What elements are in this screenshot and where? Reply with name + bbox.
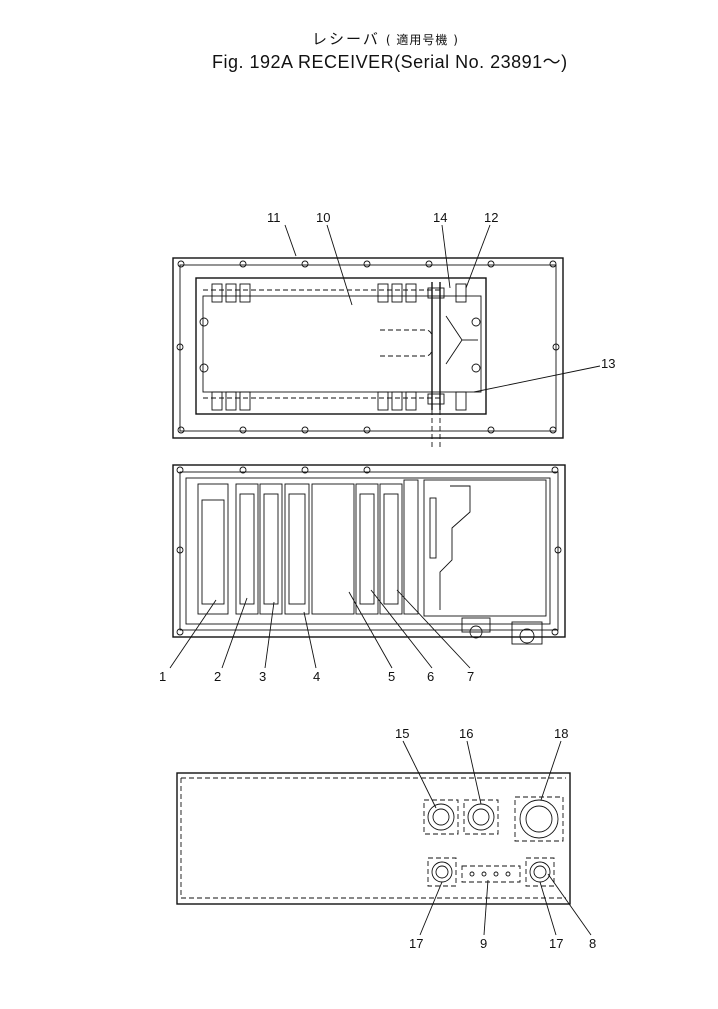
circuit-cards — [197, 479, 419, 615]
callout-14: 14 — [433, 210, 447, 225]
middle-view-holes — [176, 466, 562, 636]
callout-labels: 11 10 14 12 13 1 2 3 4 5 6 7 15 16 18 17… — [159, 210, 615, 951]
callout-8: 8 — [589, 936, 596, 951]
serial-number: Serial No. 23891～ — [400, 52, 562, 72]
callout-1: 1 — [159, 669, 166, 684]
callout-16: 16 — [459, 726, 473, 741]
title-japanese: レシーバ ( 適用号機 ) — [312, 28, 459, 49]
serial-paren: (Serial No. 23891～) — [394, 52, 568, 72]
callout-12: 12 — [484, 210, 498, 225]
title-receiver-jp: レシーバ — [312, 30, 380, 48]
callout-6: 6 — [427, 669, 434, 684]
applicability-label: ( 適用号機 ) — [385, 33, 459, 47]
callout-4: 4 — [313, 669, 320, 684]
figure-label: Fig. 192A RECEIVER — [212, 52, 395, 72]
callout-5: 5 — [388, 669, 395, 684]
top-view — [172, 257, 564, 450]
callout-7: 7 — [467, 669, 474, 684]
callout-17-right: 17 — [549, 936, 563, 951]
middle-view — [172, 464, 566, 645]
callout-15: 15 — [395, 726, 409, 741]
callout-10: 10 — [316, 210, 330, 225]
figure-title: Fig. 192A RECEIVER(Serial No. 23891～) — [212, 48, 568, 74]
applicability-text: 適用号機 — [396, 33, 449, 47]
top-view-holes — [176, 260, 560, 434]
callout-2: 2 — [214, 669, 221, 684]
callout-13: 13 — [601, 356, 615, 371]
leader-lines — [169, 224, 601, 936]
callout-17-left: 17 — [409, 936, 423, 951]
callout-11: 11 — [267, 210, 281, 225]
callout-9: 9 — [480, 936, 487, 951]
callout-3: 3 — [259, 669, 266, 684]
bottom-view — [176, 772, 571, 905]
callout-18: 18 — [554, 726, 568, 741]
top-view-connectors — [211, 283, 467, 411]
